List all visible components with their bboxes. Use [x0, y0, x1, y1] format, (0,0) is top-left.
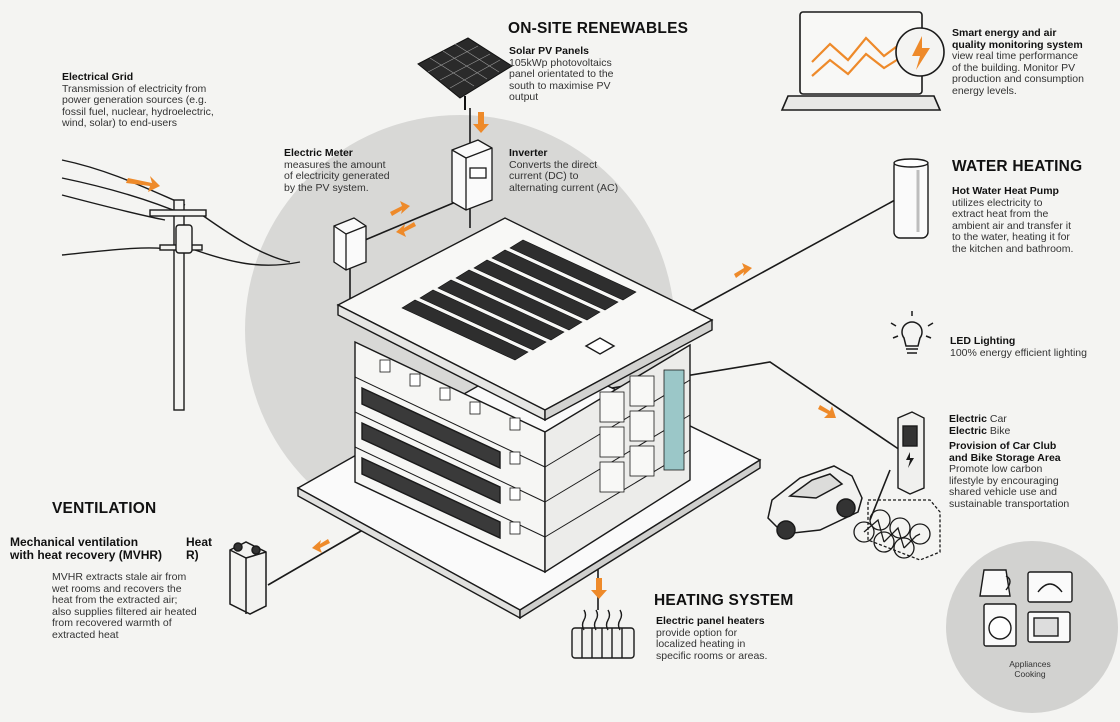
- building-illustration: [296, 217, 762, 620]
- monitor-title-1: quality monitoring system: [952, 38, 1083, 51]
- monitor-desc-3: energy levels.: [952, 84, 1017, 97]
- laptop-monitor-icon: [780, 11, 945, 111]
- ev-car-bold: Electric: [949, 413, 987, 425]
- mvhr-overlap-text: Heat R): [186, 536, 216, 562]
- heatpump-desc-0: utilizes electricity to: [952, 196, 1043, 209]
- mvhr-title-0: Mechanical ventilation: [10, 535, 139, 549]
- appliances-icons: [979, 569, 1073, 647]
- mvhr-desc-0: MVHR extracts stale air from: [52, 571, 187, 583]
- meter-label: Electric Meter measures the amount of el…: [284, 147, 424, 194]
- monitor-label: Smart energy and air quality monitoring …: [952, 27, 1112, 97]
- appliances-label-1: Cooking: [1014, 668, 1046, 679]
- hot-water-cylinder-icon: [893, 158, 929, 239]
- ev-bike-rest: Bike: [986, 424, 1011, 437]
- grid-desc-3: wind, solar) to end-users: [62, 117, 177, 129]
- heatpump-desc-4: the kitchen and bathroom.: [952, 242, 1074, 255]
- section-title-renewables: ON-SITE RENEWABLES: [508, 20, 689, 37]
- ev-charger-icon: [897, 411, 925, 495]
- grid-label: Electrical Grid Transmission of electric…: [62, 71, 242, 130]
- meter-desc-1: of electricity generated: [284, 170, 390, 182]
- ev-club-title-1: and Bike Storage Area: [949, 451, 1061, 464]
- utility-pole-icon: [149, 199, 207, 411]
- appliances-label-0: Appliances: [1009, 659, 1051, 669]
- car-icon: [767, 465, 863, 540]
- pv-desc-2: south to maximise PV: [509, 79, 611, 92]
- pv-desc-0: 105kWp photovoltaics: [509, 56, 612, 69]
- led-title: LED Lighting: [950, 335, 1016, 347]
- panel-desc-2: specific rooms or areas.: [656, 649, 768, 662]
- section-title-ventilation: VENTILATION: [52, 500, 157, 517]
- mvhr-overlap-1: R): [186, 548, 199, 562]
- appliances-label: Appliances Cooking: [1000, 659, 1060, 679]
- heatpump-desc-3: to the water, heating it for: [952, 231, 1070, 243]
- grid-desc-1: power generation sources (e.g.: [62, 94, 207, 106]
- pv-label: Solar PV Panels 105kWp photovoltaics pan…: [509, 45, 649, 104]
- meter-desc-2: by the PV system.: [284, 181, 369, 194]
- mvhr-title-block: Mechanical ventilation with heat recover…: [10, 536, 210, 562]
- mvhr-desc-2: heat from the extracted air;: [52, 594, 178, 606]
- ev-desc-0: Promote low carbon: [949, 463, 1043, 475]
- mvhr-title-1: with heat recovery (MVHR): [10, 548, 163, 562]
- panel-title: Electric panel heaters: [656, 615, 765, 627]
- led-bulb-icon: [890, 311, 934, 354]
- ev-label: Electric Car Electric Bike Provision of …: [949, 413, 1114, 510]
- panel-heater-label: Electric panel heaters provide option fo…: [656, 615, 806, 662]
- monitor-desc-2: production and consumption: [952, 73, 1084, 85]
- monitor-desc-0: view real time performance: [952, 50, 1079, 62]
- inverter-desc-2: alternating current (AC): [509, 181, 619, 194]
- led-label: LED Lighting 100% energy efficient light…: [950, 335, 1115, 359]
- solar-panel-icon: [417, 37, 513, 110]
- flow-arrows: [126, 112, 836, 599]
- ev-desc-1: lifestyle by encouraging: [949, 474, 1059, 487]
- led-desc: 100% energy efficient lighting: [950, 346, 1087, 359]
- mvhr-desc-block: MVHR extracts stale air from wet rooms a…: [52, 571, 222, 641]
- bikes-icon: [853, 499, 941, 561]
- ev-desc-3: sustainable transportation: [949, 497, 1070, 510]
- ev-club-title-0: Provision of Car Club: [949, 440, 1057, 452]
- inverter-label: Inverter Converts the direct current (DC…: [509, 147, 659, 194]
- mvhr-desc-3: also supplies filtered air heated: [52, 605, 197, 618]
- inverter-icon: [451, 139, 493, 211]
- panel-desc-0: provide option for: [656, 626, 738, 639]
- heatpump-desc-1: extract heat from the: [952, 208, 1049, 220]
- monitor-title-0: Smart energy and air: [952, 27, 1057, 39]
- mvhr-overlap-0: Heat: [186, 535, 213, 549]
- inverter-title: Inverter: [509, 147, 548, 159]
- monitor-desc-1: of the building. Monitor PV: [952, 61, 1076, 74]
- grid-title: Electrical Grid: [62, 71, 134, 83]
- pv-desc-1: panel orientated to the: [509, 68, 614, 80]
- panel-desc-1: localized heating in: [656, 638, 746, 650]
- mvhr-desc-5: extracted heat: [52, 628, 119, 641]
- meter-title: Electric Meter: [284, 147, 353, 159]
- section-title-heating: HEATING SYSTEM: [654, 592, 794, 609]
- section-title-water-heating: WATER HEATING: [952, 158, 1083, 175]
- electric-meter-icon: [333, 217, 367, 271]
- ev-car-rest: Car: [986, 413, 1007, 425]
- ev-desc-2: shared vehicle use and: [949, 486, 1057, 498]
- ev-bike-bold: Electric: [949, 424, 987, 437]
- meter-desc-0: measures the amount: [284, 158, 386, 171]
- mvhr-unit-icon: [229, 541, 267, 615]
- mvhr-desc-4: from recovered warmth of: [52, 617, 172, 629]
- panel-heater-icon: [571, 609, 635, 659]
- heatpump-desc-2: ambient air and transfer it: [952, 219, 1072, 232]
- mvhr-desc-1: wet rooms and recovers the: [52, 582, 182, 595]
- grid-desc-2: fossil fuel, nuclear, hydroelectric,: [62, 105, 214, 118]
- inverter-desc-0: Converts the direct: [509, 158, 598, 171]
- heatpump-label: Hot Water Heat Pump utilizes electricity…: [952, 185, 1112, 255]
- heatpump-title: Hot Water Heat Pump: [952, 185, 1059, 197]
- pv-desc-3: output: [509, 91, 539, 103]
- grid-desc-0: Transmission of electricity from: [62, 82, 207, 95]
- inverter-desc-1: current (DC) to: [509, 170, 579, 182]
- pv-title: Solar PV Panels: [509, 45, 589, 57]
